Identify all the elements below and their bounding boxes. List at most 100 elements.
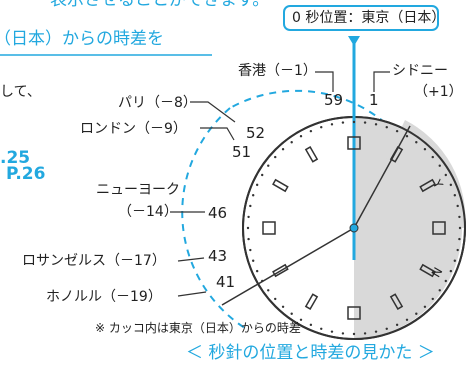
intro-heading: （日本）からの時差を xyxy=(0,29,164,49)
dial-tick xyxy=(444,279,447,283)
city-hongkong: 香港（－1） xyxy=(238,63,317,79)
dial-tick xyxy=(363,332,367,335)
dial-tick xyxy=(255,269,259,273)
top-label: 0 秒位置：東京（日本） xyxy=(292,10,446,26)
dial-tick xyxy=(281,305,285,308)
city-london: ロンドン（－9） xyxy=(80,121,187,137)
dial-tick xyxy=(309,323,313,327)
top-label-box xyxy=(283,5,439,31)
dial-tick xyxy=(290,312,293,315)
dial-tick xyxy=(438,289,441,292)
dial-tick xyxy=(458,215,461,219)
second-1: 1 xyxy=(369,91,379,109)
hour-marker xyxy=(262,221,276,235)
dial-tick xyxy=(415,312,418,315)
dial-tick xyxy=(330,330,334,333)
boundary-line-upper xyxy=(353,125,411,229)
dial-tick xyxy=(274,155,277,159)
dial-tick xyxy=(395,323,399,327)
dial-tick xyxy=(247,237,250,241)
city-sydney-offset: （+1） xyxy=(414,84,463,100)
dial-tick xyxy=(299,135,303,138)
city-honolulu: ホノルル（－19） xyxy=(46,289,162,305)
second-52: 52 xyxy=(246,124,266,142)
boundary-line-lower xyxy=(221,227,355,306)
dial-tick xyxy=(320,125,323,129)
dial-tick xyxy=(249,248,252,252)
dial-tick xyxy=(423,148,427,151)
dial-tick xyxy=(330,123,334,126)
dial-tick xyxy=(352,120,356,124)
dial-tick xyxy=(261,279,264,283)
dial-tick xyxy=(341,332,345,335)
dial-tick xyxy=(261,173,264,177)
dial-tick xyxy=(438,164,441,167)
dial-tick xyxy=(363,121,367,124)
page-ref-1: .25 xyxy=(0,148,31,168)
dial-tick xyxy=(456,204,459,208)
dial-tick xyxy=(444,173,447,177)
second-51: 51 xyxy=(232,143,252,161)
dial-tick xyxy=(431,297,434,301)
second-43: 43 xyxy=(208,247,228,265)
hour-marker xyxy=(347,306,361,320)
dial-tick xyxy=(320,327,323,331)
dial-tick xyxy=(352,332,356,336)
caption: ＜ 秒針の位置と時差の見かた ＞ xyxy=(186,343,435,363)
second-hand-pointer xyxy=(348,36,360,46)
center-pin xyxy=(349,223,359,233)
second-46: 46 xyxy=(208,204,228,222)
hour-markers xyxy=(262,136,446,320)
hour-marker xyxy=(419,263,436,278)
dial-tick xyxy=(247,215,250,219)
second-59: 59 xyxy=(324,91,344,109)
dial-tick xyxy=(374,330,378,333)
dial-tick xyxy=(431,155,434,159)
hour-marker xyxy=(272,178,289,193)
dial-tick xyxy=(453,259,457,262)
dial-tick xyxy=(458,237,461,241)
dial-tick xyxy=(449,269,453,273)
city-paris: パリ（－8） xyxy=(118,95,197,111)
dial-tick xyxy=(309,129,313,133)
city-losangeles: ロサンゼルス（－17） xyxy=(22,253,166,269)
hour-marker xyxy=(272,263,289,278)
page-ref-2: P.26 xyxy=(6,164,46,184)
hour-marker xyxy=(389,146,404,163)
city-sydney: シドニー xyxy=(392,63,448,79)
footnote: ※ カッコ内は東京（日本）からの時差 xyxy=(95,321,301,335)
leader-lines xyxy=(170,71,390,297)
city-newyork: ニューヨーク xyxy=(96,182,180,198)
hour-marker xyxy=(419,178,436,193)
shaded-sector-upper xyxy=(354,120,466,228)
dial-tick xyxy=(249,204,252,208)
dial-ticks xyxy=(246,120,462,336)
hour-marker xyxy=(304,146,319,163)
dial-tick xyxy=(267,289,270,292)
dial-tick xyxy=(246,226,250,230)
dial-tick xyxy=(290,141,293,144)
hour-marker xyxy=(347,136,361,150)
hour-marker xyxy=(432,221,446,235)
dial-tick xyxy=(395,129,399,133)
hour-marker xyxy=(304,293,319,310)
dial-tick xyxy=(405,318,409,321)
dial-tick xyxy=(385,125,388,129)
dial-tick xyxy=(255,183,259,187)
dial-tick xyxy=(456,248,459,252)
dial-tick xyxy=(453,194,457,197)
dial-tick xyxy=(423,305,427,308)
intro-line3: して、 xyxy=(0,84,41,100)
time-zone-arc xyxy=(181,89,396,331)
dial-tick xyxy=(299,318,303,321)
dial-tick xyxy=(405,135,409,138)
dial-tick xyxy=(341,121,345,124)
dial-tick xyxy=(274,297,277,301)
second-41: 41 xyxy=(216,273,236,291)
hour-marker xyxy=(389,293,404,310)
dial-tick xyxy=(251,259,255,262)
dial-tick xyxy=(385,327,388,331)
dial-tick xyxy=(251,194,255,197)
